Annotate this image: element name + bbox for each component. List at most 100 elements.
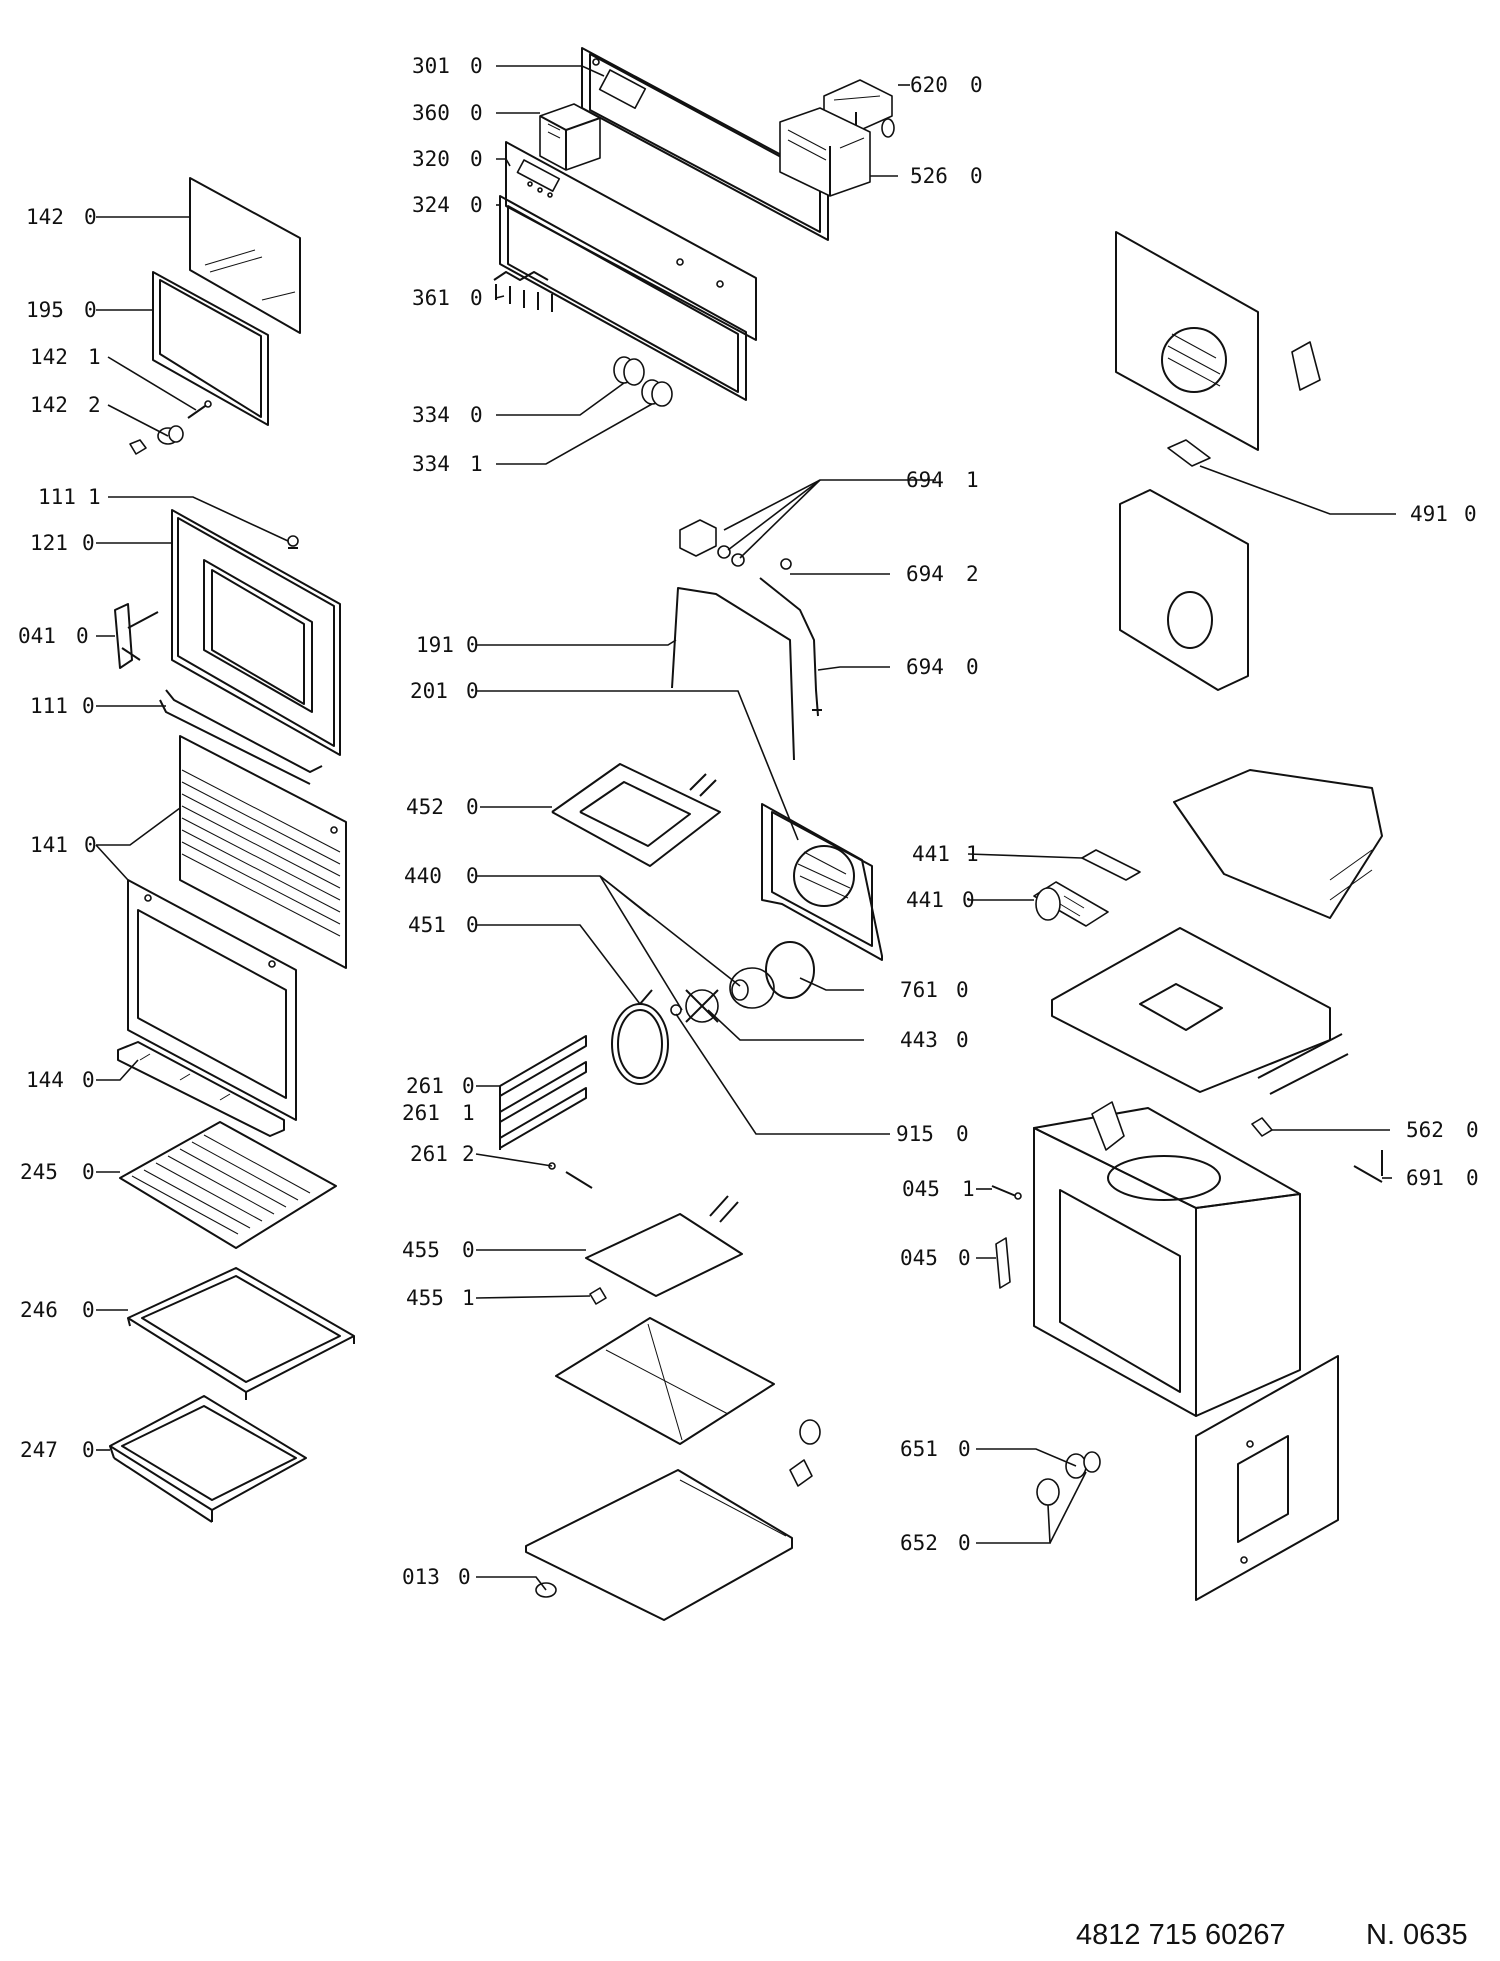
part-duct-bracket xyxy=(1119,489,1249,691)
label-261-0: 261 0 xyxy=(406,1074,475,1098)
svg-text:142: 142 xyxy=(30,393,68,417)
svg-text:201: 201 xyxy=(410,679,448,703)
svg-text:261: 261 xyxy=(410,1142,448,1166)
svg-text:0: 0 xyxy=(956,978,969,1002)
svg-text:245: 245 xyxy=(20,1160,58,1184)
part-562-0-latch xyxy=(1251,1117,1273,1137)
svg-text:1: 1 xyxy=(88,345,101,369)
svg-text:191: 191 xyxy=(416,633,454,657)
svg-text:0: 0 xyxy=(958,1246,971,1270)
svg-text:451: 451 xyxy=(408,913,446,937)
svg-text:562: 562 xyxy=(1406,1118,1444,1142)
svg-text:1: 1 xyxy=(962,1177,975,1201)
svg-text:1: 1 xyxy=(966,842,979,866)
svg-text:111: 111 xyxy=(30,694,68,718)
svg-text:0: 0 xyxy=(458,1565,471,1589)
svg-text:0: 0 xyxy=(1464,502,1477,526)
part-691-0-pin xyxy=(1353,1150,1383,1183)
part-694-1-lamp-holder xyxy=(679,519,745,567)
part-443-0-fan xyxy=(685,989,719,1023)
label-491-0: 491 0 xyxy=(1410,502,1477,526)
svg-text:0: 0 xyxy=(84,833,97,857)
part-245-0-wires xyxy=(131,1134,311,1235)
svg-text:0: 0 xyxy=(462,1074,475,1098)
svg-text:691: 691 xyxy=(1406,1166,1444,1190)
svg-text:915: 915 xyxy=(896,1122,934,1146)
part-334-0-knob xyxy=(613,356,645,386)
part-141-0-hatching xyxy=(181,769,341,937)
svg-text:0: 0 xyxy=(82,1298,95,1322)
part-651-0-lamp-cover xyxy=(1065,1451,1101,1479)
part-441-0-cooling-fan xyxy=(1033,881,1109,927)
svg-text:0: 0 xyxy=(82,1160,95,1184)
part-526-0-selector xyxy=(779,107,871,197)
svg-text:334: 334 xyxy=(412,452,450,476)
svg-text:144: 144 xyxy=(26,1068,64,1092)
svg-text:320: 320 xyxy=(412,147,450,171)
svg-text:761: 761 xyxy=(900,978,938,1002)
svg-text:0: 0 xyxy=(966,655,979,679)
part-013-0-base xyxy=(525,1419,821,1621)
svg-text:455: 455 xyxy=(406,1286,444,1310)
part-195-0-gasket xyxy=(152,271,269,426)
part-144-0-trim xyxy=(117,1041,285,1137)
svg-text:195: 195 xyxy=(26,298,64,322)
svg-text:0: 0 xyxy=(958,1531,971,1555)
svg-text:261: 261 xyxy=(406,1074,444,1098)
part-bottom-plate xyxy=(555,1317,775,1445)
svg-text:0: 0 xyxy=(82,1438,95,1462)
svg-text:0: 0 xyxy=(470,54,483,78)
part-324-0-panel-frame xyxy=(499,195,747,401)
part-452-0-grill-element xyxy=(551,763,721,867)
part-041-0-hinge xyxy=(114,603,159,669)
part-455-0-bottom-element xyxy=(585,1195,743,1297)
svg-text:261: 261 xyxy=(402,1101,440,1125)
part-111-0-rod xyxy=(159,689,323,785)
part-045-0-receiver xyxy=(995,1237,1011,1289)
part-142-0-door-glass xyxy=(189,177,301,334)
svg-text:0: 0 xyxy=(970,73,983,97)
svg-text:0: 0 xyxy=(470,101,483,125)
svg-text:301: 301 xyxy=(412,54,450,78)
svg-text:0: 0 xyxy=(962,888,975,912)
label-360-0: 360 0 xyxy=(412,101,483,125)
part-441-1-bracket xyxy=(1081,849,1141,881)
label-245-0: 245 0 xyxy=(20,1160,95,1184)
svg-text:0: 0 xyxy=(84,205,97,229)
svg-text:1: 1 xyxy=(462,1101,475,1125)
svg-text:0: 0 xyxy=(970,164,983,188)
svg-text:491: 491 xyxy=(1410,502,1448,526)
svg-text:0: 0 xyxy=(466,795,479,819)
svg-text:324: 324 xyxy=(412,193,450,217)
svg-text:0: 0 xyxy=(958,1437,971,1461)
svg-text:360: 360 xyxy=(412,101,450,125)
svg-text:334: 334 xyxy=(412,403,450,427)
part-142-1-screw xyxy=(187,400,212,419)
svg-text:045: 045 xyxy=(900,1246,938,1270)
svg-text:013: 013 xyxy=(402,1565,440,1589)
part-694-2-screw xyxy=(759,558,792,595)
part-oven-cavity xyxy=(1033,1101,1301,1417)
svg-text:0: 0 xyxy=(470,193,483,217)
svg-text:443: 443 xyxy=(900,1028,938,1052)
part-301-0-control-panel-back xyxy=(581,47,829,241)
